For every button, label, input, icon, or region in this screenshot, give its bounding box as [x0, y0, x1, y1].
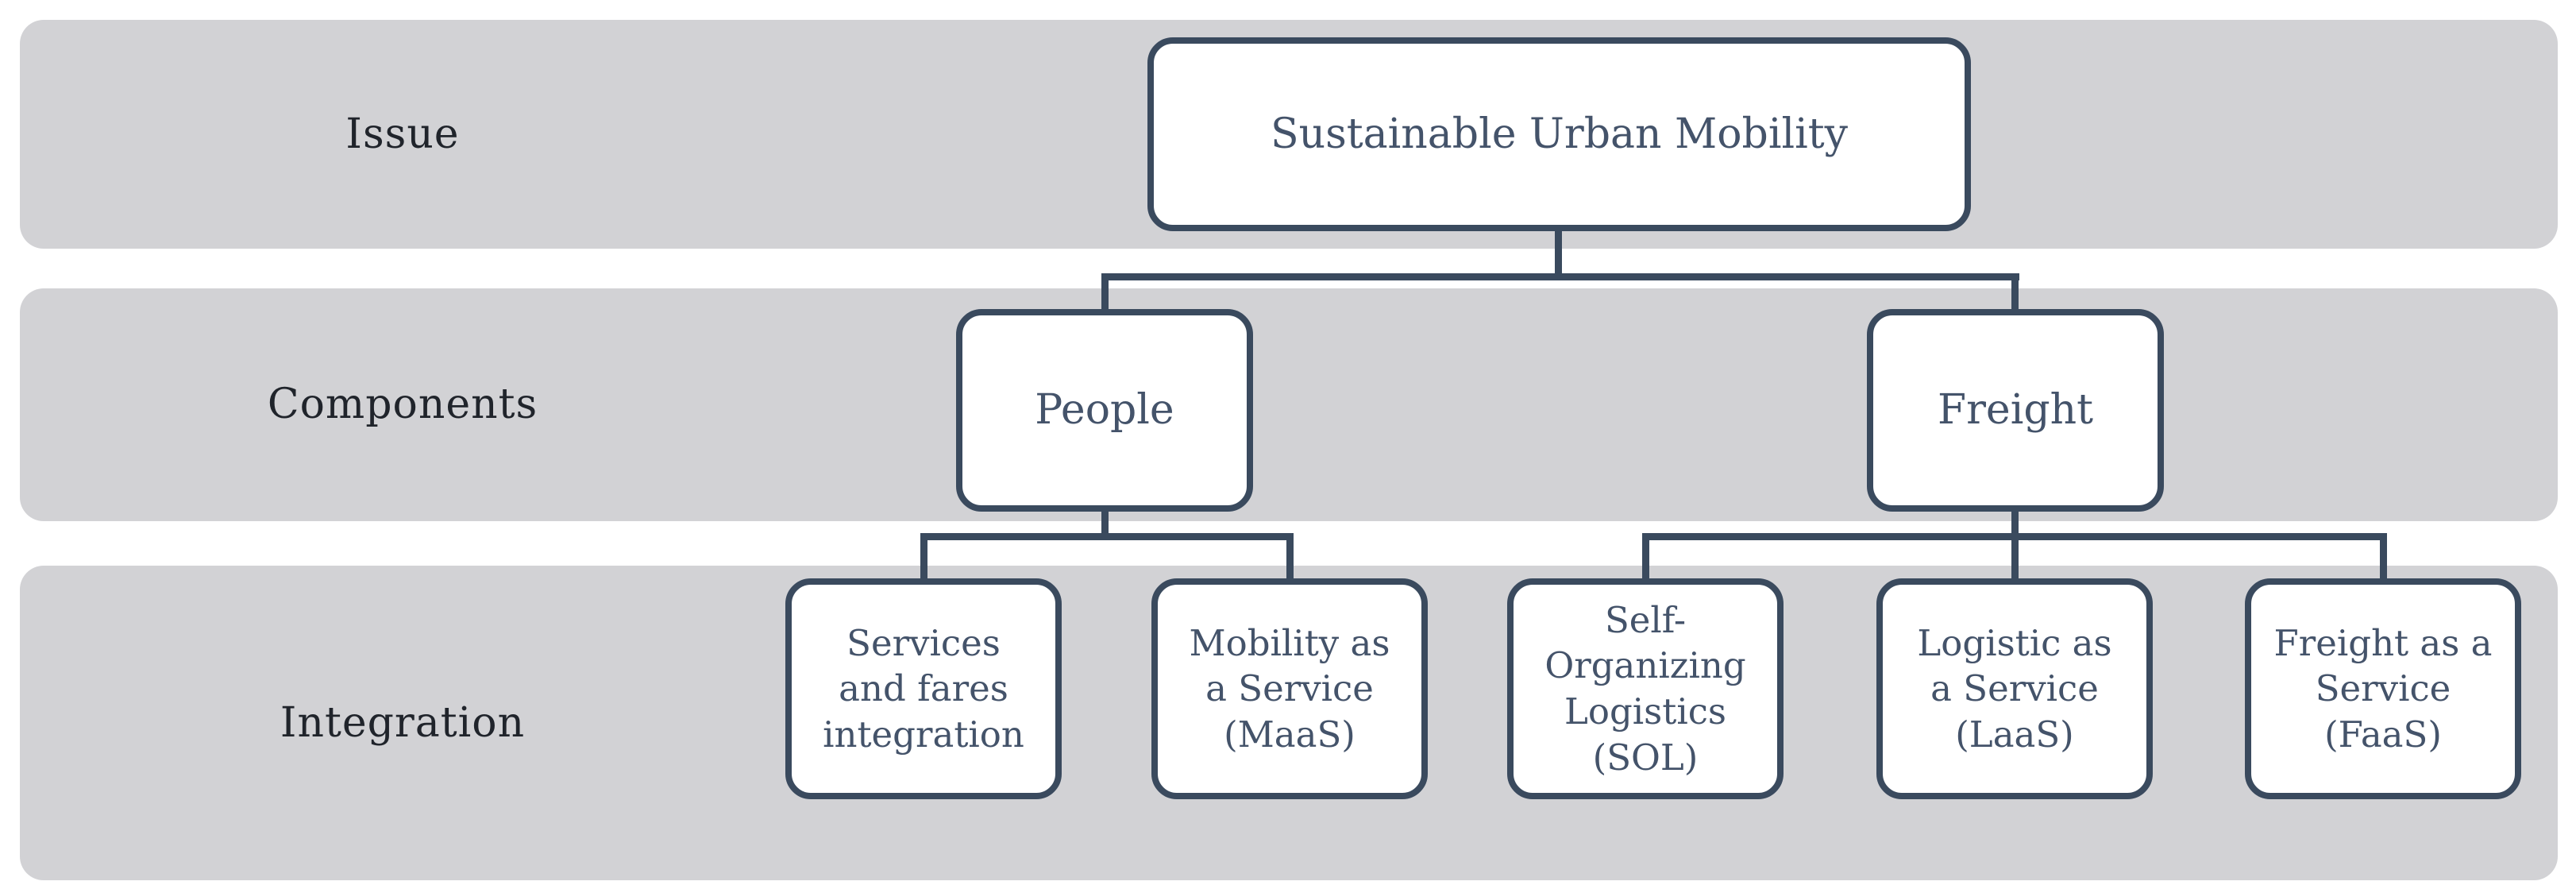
- node-sustainable-urban-mobility: Sustainable Urban Mobility: [1147, 37, 1971, 231]
- connector-freight-drop: [2011, 273, 2019, 311]
- connector-maas-drop: [1286, 533, 1294, 578]
- connector-people-bus: [920, 533, 1294, 540]
- connector-services-drop: [920, 533, 927, 578]
- node-freight: Freight: [1867, 309, 2164, 512]
- row-label-integration: Integration: [280, 699, 526, 747]
- node-self-organizing-logistics: Self-Organizing Logistics (SOL): [1507, 578, 1784, 799]
- connector-people-drop: [1101, 273, 1109, 311]
- connector-root-stem: [1555, 230, 1562, 280]
- node-services-and-fares-integration: Services and fares integration: [785, 578, 1062, 799]
- row-label-components: Components: [267, 381, 538, 428]
- connector-laas-drop: [2011, 533, 2019, 578]
- connector-level1-bus: [1101, 273, 2019, 280]
- row-label-issue: Issue: [345, 110, 460, 158]
- connector-faas-drop: [2380, 533, 2387, 578]
- node-logistic-as-a-service: Logistic as a Service (LaaS): [1876, 578, 2153, 799]
- connector-sol-drop: [1642, 533, 1649, 578]
- connector-freight-stem: [2011, 512, 2019, 540]
- node-freight-as-a-service: Freight as a Service (FaaS): [2245, 578, 2521, 799]
- node-people: People: [956, 309, 1253, 512]
- node-mobility-as-a-service: Mobility as a Service (MaaS): [1151, 578, 1428, 799]
- connector-people-stem: [1101, 512, 1109, 540]
